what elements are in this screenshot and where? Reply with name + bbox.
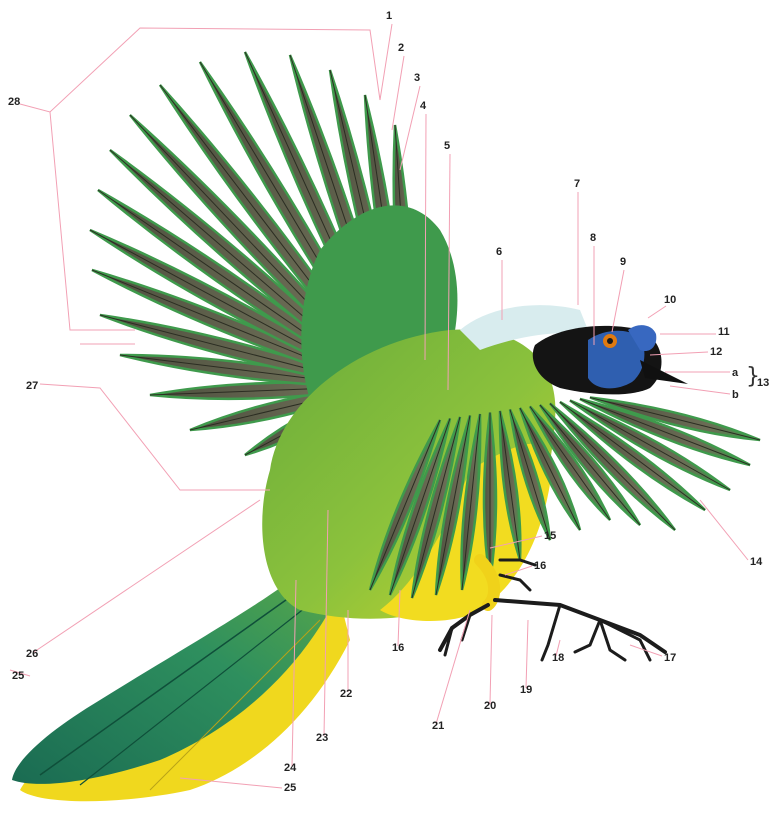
label-20: 20 bbox=[484, 700, 496, 712]
leader-line bbox=[50, 112, 135, 330]
label-2: 2 bbox=[398, 42, 404, 54]
label-11: 11 bbox=[718, 326, 730, 338]
leader-line bbox=[612, 270, 624, 332]
label-26: 26 bbox=[26, 648, 38, 660]
head bbox=[533, 325, 688, 394]
label-13: 13 bbox=[757, 377, 769, 389]
label-9: 9 bbox=[620, 256, 626, 268]
label-8: 8 bbox=[590, 232, 596, 244]
label-15: 15 bbox=[544, 530, 556, 542]
label-16-left: 16 bbox=[392, 642, 404, 654]
label-14: 14 bbox=[750, 556, 762, 568]
label-28: 28 bbox=[8, 96, 20, 108]
label-19: 19 bbox=[520, 684, 532, 696]
label-5: 5 bbox=[444, 140, 450, 152]
label-7: 7 bbox=[574, 178, 580, 190]
label-25-left: 25 bbox=[12, 670, 24, 682]
label-24: 24 bbox=[284, 762, 296, 774]
label-25-right: 25 bbox=[284, 782, 296, 794]
label-16-right: 16 bbox=[534, 560, 546, 572]
label-a: a bbox=[732, 367, 738, 379]
leader-line bbox=[400, 86, 420, 170]
leader-line bbox=[700, 500, 748, 560]
leader-line bbox=[20, 28, 380, 112]
leader-line bbox=[526, 620, 528, 688]
label-1: 1 bbox=[386, 10, 392, 22]
label-23: 23 bbox=[316, 732, 328, 744]
label-21: 21 bbox=[432, 720, 444, 732]
label-b: b bbox=[732, 389, 739, 401]
label-27: 27 bbox=[26, 380, 38, 392]
label-12: 12 bbox=[710, 346, 722, 358]
label-3: 3 bbox=[414, 72, 420, 84]
leader-line bbox=[490, 615, 492, 704]
label-10: 10 bbox=[664, 294, 676, 306]
label-4: 4 bbox=[420, 100, 426, 112]
leader-line bbox=[380, 24, 392, 100]
label-6: 6 bbox=[496, 246, 502, 258]
label-18: 18 bbox=[552, 652, 564, 664]
label-17: 17 bbox=[664, 652, 676, 664]
leader-line bbox=[392, 56, 404, 130]
leader-line bbox=[648, 306, 666, 318]
label-22: 22 bbox=[340, 688, 352, 700]
leader-line bbox=[670, 386, 730, 394]
